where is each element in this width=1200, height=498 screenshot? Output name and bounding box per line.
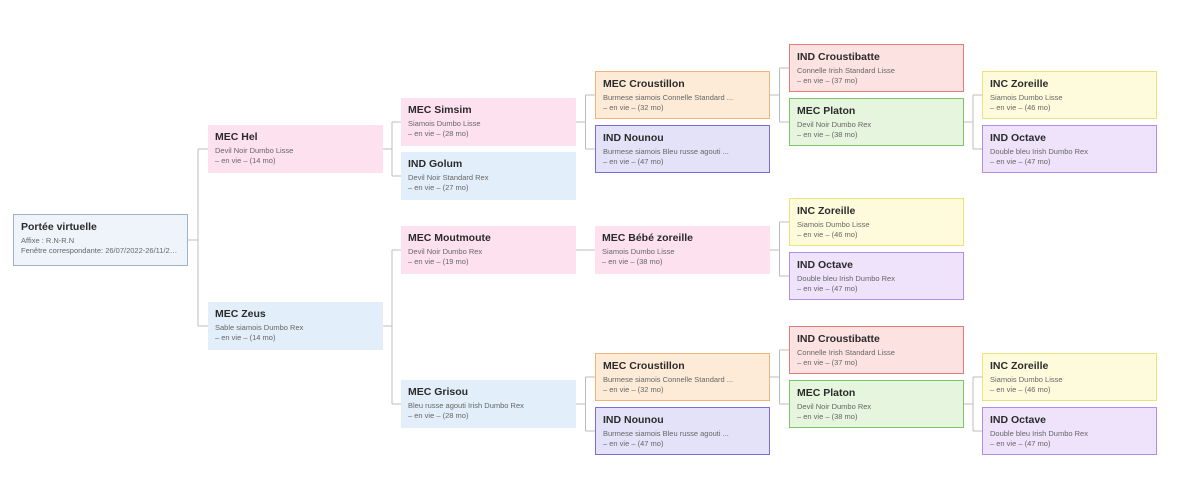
node-name: IND Croustibatte xyxy=(797,333,880,345)
node-name: MEC Croustillon xyxy=(603,360,685,372)
node-detail: Affixe : R.N-R.N xyxy=(21,236,75,245)
node-detail: – en vie – (14 mo) xyxy=(215,332,276,342)
node-detail: – en vie – (47 mo) xyxy=(990,438,1051,448)
node-detail: – en vie – (14 mo) xyxy=(215,155,276,165)
node-detail: Connelle Irish Standard Lisse xyxy=(797,348,895,357)
node-detail: Devil Noir Dumbo Rex xyxy=(408,247,483,256)
node-detail: – en vie – (46 mo) xyxy=(990,102,1051,112)
node-name: IND Octave xyxy=(990,132,1047,144)
node-name: MEC Platon xyxy=(797,387,856,399)
node-detail: Siamois Dumbo Lisse xyxy=(990,375,1063,384)
node-detail: – en vie – (46 mo) xyxy=(990,384,1051,394)
node-detail: Burmese siamois Connelle Standard ... xyxy=(603,93,734,102)
node-name: MEC Moutmoute xyxy=(408,232,491,244)
node-detail: – en vie – (28 mo) xyxy=(408,410,469,420)
node-detail: Double bleu Irish Dumbo Rex xyxy=(990,429,1088,438)
node-detail: Siamois Dumbo Lisse xyxy=(990,93,1063,102)
node-name: IND Octave xyxy=(797,259,854,271)
node-detail: – en vie – (47 mo) xyxy=(797,283,858,293)
node-detail: Sable siamois Dumbo Rex xyxy=(215,323,304,332)
node-name: MEC Croustillon xyxy=(603,78,685,90)
node-name: IND Nounou xyxy=(603,414,664,426)
node-detail: Double bleu Irish Dumbo Rex xyxy=(797,274,895,283)
node-detail: – en vie – (46 mo) xyxy=(797,229,858,239)
node-name: IND Octave xyxy=(990,414,1047,426)
node-name: INC Zoreille xyxy=(990,78,1049,90)
node-name: IND Nounou xyxy=(603,132,664,144)
node-detail: – en vie – (32 mo) xyxy=(603,102,664,112)
node-detail: – en vie – (27 mo) xyxy=(408,182,469,192)
node-detail: Burmese siamois Bleu russe agouti ... xyxy=(603,429,729,438)
node-detail: Siamois Dumbo Lisse xyxy=(408,119,481,128)
node-detail: Devil Noir Dumbo Rex xyxy=(797,120,872,129)
node-detail: – en vie – (38 mo) xyxy=(797,411,858,421)
node-detail: Burmese siamois Connelle Standard ... xyxy=(603,375,734,384)
node-detail: Fenêtre correspondante: 26/07/2022-26/11… xyxy=(21,245,180,255)
node-detail: – en vie – (38 mo) xyxy=(602,256,663,266)
node-detail: Devil Noir Dumbo Rex xyxy=(797,402,872,411)
node-detail: – en vie – (38 mo) xyxy=(797,129,858,139)
node-detail: Burmese siamois Bleu russe agouti ... xyxy=(603,147,729,156)
node-name: IND Croustibatte xyxy=(797,51,880,63)
node-name: MEC Simsim xyxy=(408,104,472,116)
node-detail: – en vie – (47 mo) xyxy=(990,156,1051,166)
node-name: INC Zoreille xyxy=(797,205,856,217)
node-name: MEC Bébé zoreille xyxy=(602,232,694,244)
node-name: MEC Zeus xyxy=(215,308,266,320)
node-detail: – en vie – (37 mo) xyxy=(797,75,858,85)
node-detail: Devil Noir Standard Rex xyxy=(408,173,489,182)
node-detail: Bleu russe agouti Irish Dumbo Rex xyxy=(408,401,524,410)
node-detail: – en vie – (47 mo) xyxy=(603,438,664,448)
node-detail: – en vie – (32 mo) xyxy=(603,384,664,394)
node-detail: – en vie – (28 mo) xyxy=(408,128,469,138)
node-detail: – en vie – (47 mo) xyxy=(603,156,664,166)
node-detail: Devil Noir Dumbo Lisse xyxy=(215,146,294,155)
node-detail: Siamois Dumbo Lisse xyxy=(602,247,675,256)
node-name: MEC Grisou xyxy=(408,386,469,398)
node-name: MEC Hel xyxy=(215,131,258,143)
node-name: IND Golum xyxy=(408,158,463,170)
node-detail: Double bleu Irish Dumbo Rex xyxy=(990,147,1088,156)
node-detail: Siamois Dumbo Lisse xyxy=(797,220,870,229)
node-detail: – en vie – (19 mo) xyxy=(408,256,469,266)
node-detail: Connelle Irish Standard Lisse xyxy=(797,66,895,75)
node-name: Portée virtuelle xyxy=(21,221,97,233)
node-detail: – en vie – (37 mo) xyxy=(797,357,858,367)
node-name: MEC Platon xyxy=(797,105,856,117)
node-name: INC Zoreille xyxy=(990,360,1049,372)
